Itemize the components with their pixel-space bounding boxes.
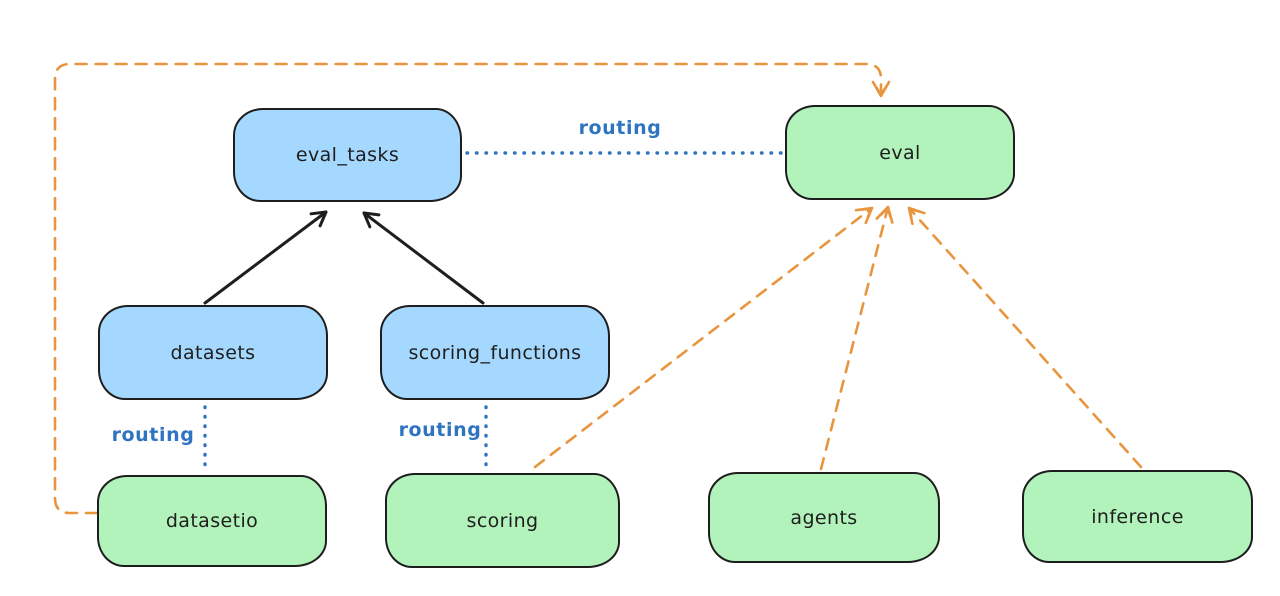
node-datasets: datasets (98, 305, 328, 400)
node-label: eval_tasks (295, 144, 400, 166)
node-label: agents (790, 506, 858, 529)
edge-datasets-to-eval-tasks (203, 210, 328, 305)
node-inference: inference (1022, 470, 1253, 563)
node-label: inference (1091, 505, 1184, 528)
node-scoring: scoring (385, 473, 620, 568)
edge-datasetio-to-eval (53, 62, 891, 515)
node-label: scoring (466, 509, 539, 532)
edge-agents-to-eval (819, 205, 894, 471)
node-agents: agents (708, 472, 940, 563)
node-label: eval (879, 141, 921, 164)
edge-label-routing-datasets-datasetio: routing (111, 424, 195, 446)
edge-label-routing-eval-tasks-eval: routing (578, 117, 662, 139)
edge-label-routing-scoring-functions-scoring: routing (398, 419, 482, 441)
node-scoring-functions: scoring_functions (380, 305, 610, 400)
node-eval: eval (785, 105, 1015, 200)
edge-scoring-functions-to-eval-tasks (362, 211, 485, 305)
node-label: datasetio (165, 510, 259, 532)
node-label: datasets (170, 341, 256, 364)
edge-scoring-to-eval (533, 206, 874, 469)
edge-inference-to-eval (907, 206, 1143, 469)
node-datasetio: datasetio (97, 475, 327, 567)
node-eval-tasks: eval_tasks (233, 108, 462, 202)
node-label: scoring_functions (408, 341, 582, 364)
